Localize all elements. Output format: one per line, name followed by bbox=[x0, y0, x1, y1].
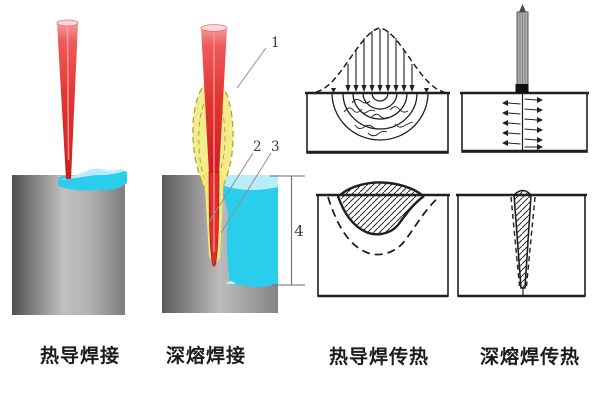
panel-conduction-heat-transfer bbox=[305, 27, 450, 154]
panel-deep-penetration-welding: 1 2 3 4 bbox=[162, 24, 305, 313]
workpiece-outline bbox=[461, 92, 588, 153]
weld-bead-crown bbox=[339, 181, 423, 196]
panel-conduction-welding bbox=[12, 19, 127, 315]
haz-left bbox=[510, 196, 521, 287]
beam-column-texture bbox=[519, 13, 526, 85]
panel-conduction-weld-section bbox=[316, 181, 450, 298]
callout-3-label: 3 bbox=[271, 139, 280, 155]
haz-boundary bbox=[327, 196, 440, 256]
haz-right bbox=[525, 196, 536, 287]
heat-flux-arrows bbox=[347, 29, 413, 86]
callout-4-label: 4 bbox=[294, 222, 304, 240]
lateral-heat-arrowheads bbox=[502, 97, 543, 150]
laser-beam-cap bbox=[56, 19, 79, 27]
melt-pool-highlight bbox=[60, 168, 125, 180]
callout-1-label: 1 bbox=[271, 35, 280, 51]
pool-bottom-notch bbox=[226, 281, 236, 284]
depth-dimension bbox=[270, 175, 305, 286]
caption-conduction-welding: 热导焊接 bbox=[39, 345, 120, 367]
metal-block bbox=[12, 175, 125, 315]
lateral-heat-arrows bbox=[507, 98, 538, 148]
heat-flux-arrowheads bbox=[331, 85, 429, 93]
grain-boundaries bbox=[343, 98, 414, 137]
laser-beam-cap bbox=[200, 24, 228, 32]
laser-beam-highlight bbox=[66, 27, 70, 161]
fusion-line bbox=[336, 195, 425, 236]
absorption-spot bbox=[515, 84, 529, 93]
melt-pool bbox=[206, 175, 278, 288]
panel-deep-penetration-weld-section bbox=[456, 189, 587, 298]
caption-deep-penetration-heat-transfer: 深熔焊传热 bbox=[479, 346, 580, 368]
callout-3-leader bbox=[220, 152, 272, 234]
caption-deep-penetration-welding: 深熔焊接 bbox=[165, 345, 246, 367]
caption-conduction-heat-transfer: 热导焊传热 bbox=[328, 346, 429, 368]
callout-2-label: 2 bbox=[253, 139, 262, 155]
isotherms bbox=[331, 92, 429, 141]
beam-tip bbox=[519, 4, 526, 12]
panel-deep-penetration-heat-transfer bbox=[460, 4, 589, 153]
weld-seam bbox=[513, 189, 532, 289]
weld-pool-hatch bbox=[340, 182, 422, 235]
callout-2-leader bbox=[208, 152, 254, 223]
callout-1-leader bbox=[236, 47, 267, 89]
gaussian-envelope bbox=[315, 27, 445, 93]
